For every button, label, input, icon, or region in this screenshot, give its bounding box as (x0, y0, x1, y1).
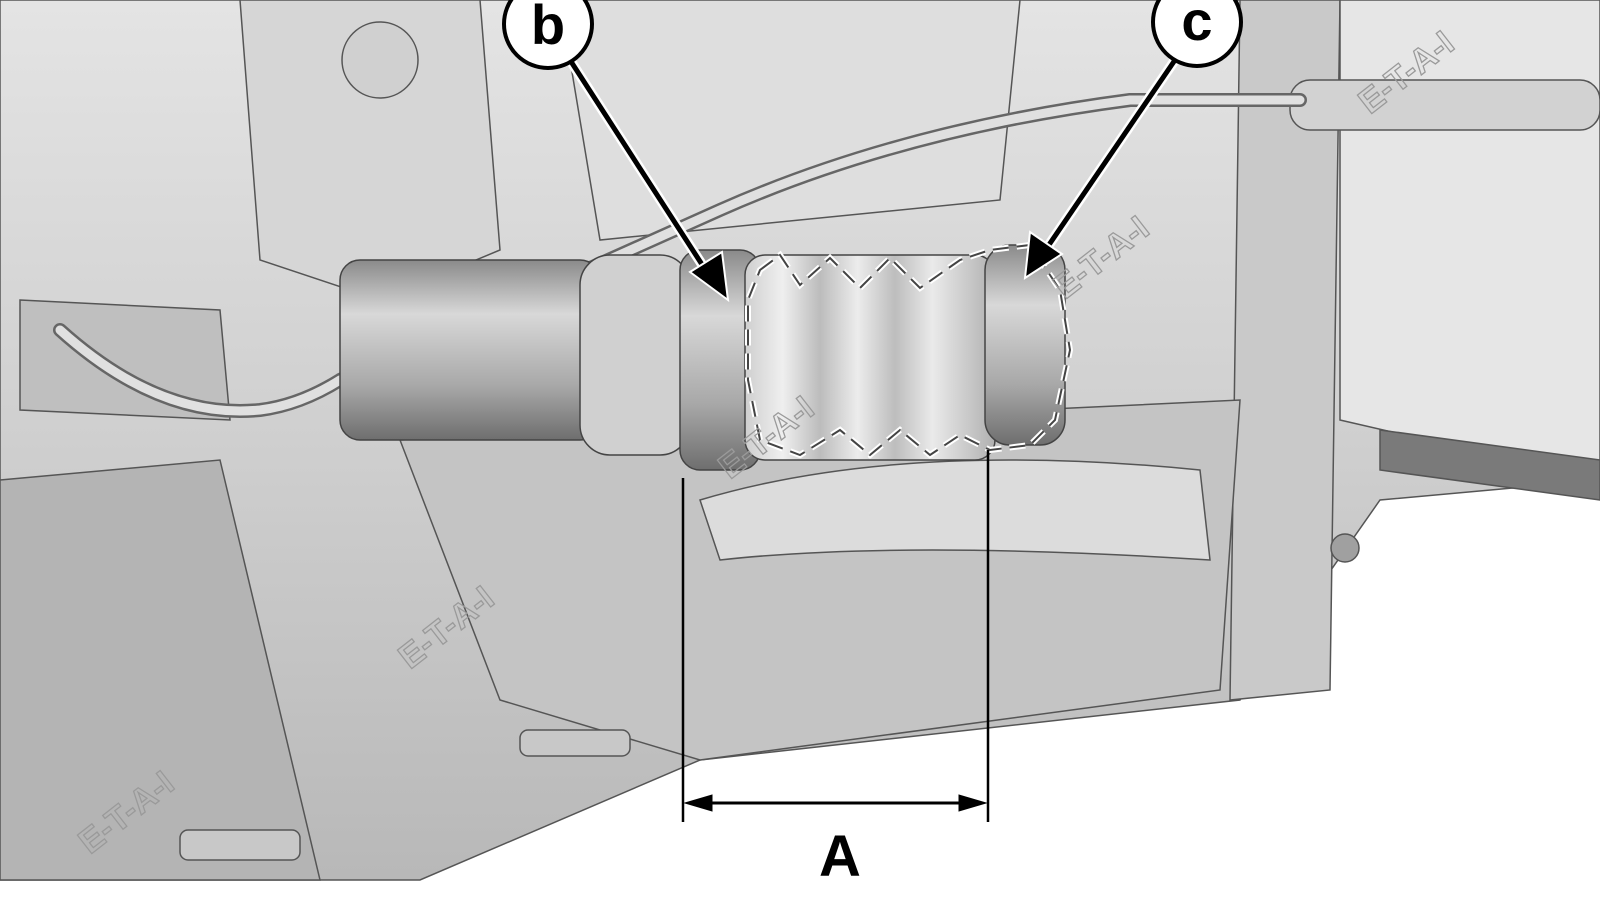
dimension-label-bg (790, 820, 890, 890)
dimension-a (681, 450, 990, 822)
callout-b-label: b (531, 0, 565, 56)
callout-c: c (1151, 0, 1243, 68)
callout-arrow-c (1023, 57, 1180, 280)
callout-c-label: c (1181, 0, 1212, 52)
gearbox-housing (0, 0, 1600, 881)
callout-b: b (502, 0, 594, 70)
dimension-a-label: A (819, 824, 861, 889)
slave-cylinder (339, 244, 1066, 471)
callout-arrow-b (565, 57, 730, 303)
